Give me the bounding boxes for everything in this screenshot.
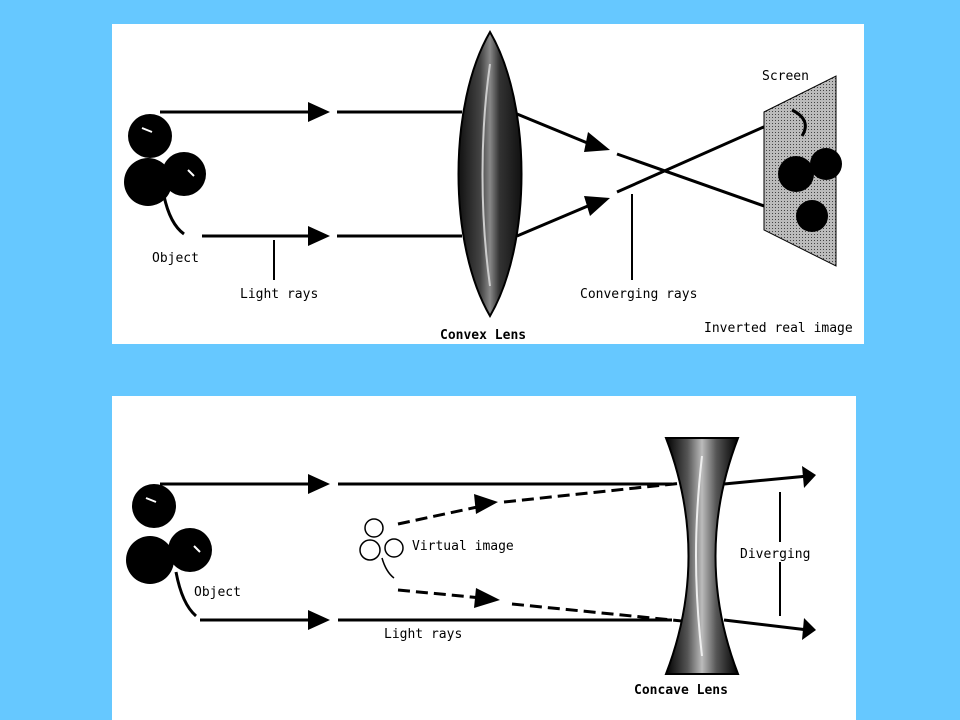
convex-lens-diagram: Object Light rays Convex Lens (112, 24, 864, 344)
incoming-rays (160, 110, 462, 238)
object-clover-icon (124, 114, 206, 236)
concave-lens-label: Concave Lens (634, 683, 728, 698)
converging-arrow-heads (584, 132, 610, 216)
diverging-label: Diverging (740, 547, 810, 562)
virtual-arrow-heads (474, 494, 500, 608)
convex-object-label: Object (152, 251, 199, 266)
concave-lens-diagram: Object Virtual image (112, 396, 856, 720)
object-clover-icon (126, 484, 212, 618)
convex-light-rays-label: Light rays (240, 287, 318, 302)
incoming-rays (160, 482, 672, 622)
converging-rays-label: Converging rays (580, 287, 697, 302)
virtual-image-clover-icon (359, 518, 404, 579)
screen-with-inverted-image (763, 75, 842, 267)
convex-lens-label: Convex Lens (440, 328, 526, 343)
incoming-arrow-heads (308, 102, 330, 246)
concave-light-rays-label: Light rays (384, 627, 462, 642)
concave-object-label: Object (194, 585, 241, 600)
diverging-arrow-heads (802, 466, 816, 640)
screen-label: Screen (762, 69, 809, 84)
concave-lens-shape (664, 437, 740, 675)
diverging-rays (723, 474, 809, 632)
inverted-real-image-label: Inverted real image (704, 321, 853, 336)
virtual-image-label: Virtual image (412, 539, 514, 554)
virtual-image-dashed-rays (397, 480, 693, 624)
convex-lens-shape (457, 30, 523, 318)
incoming-arrow-heads (308, 474, 330, 630)
